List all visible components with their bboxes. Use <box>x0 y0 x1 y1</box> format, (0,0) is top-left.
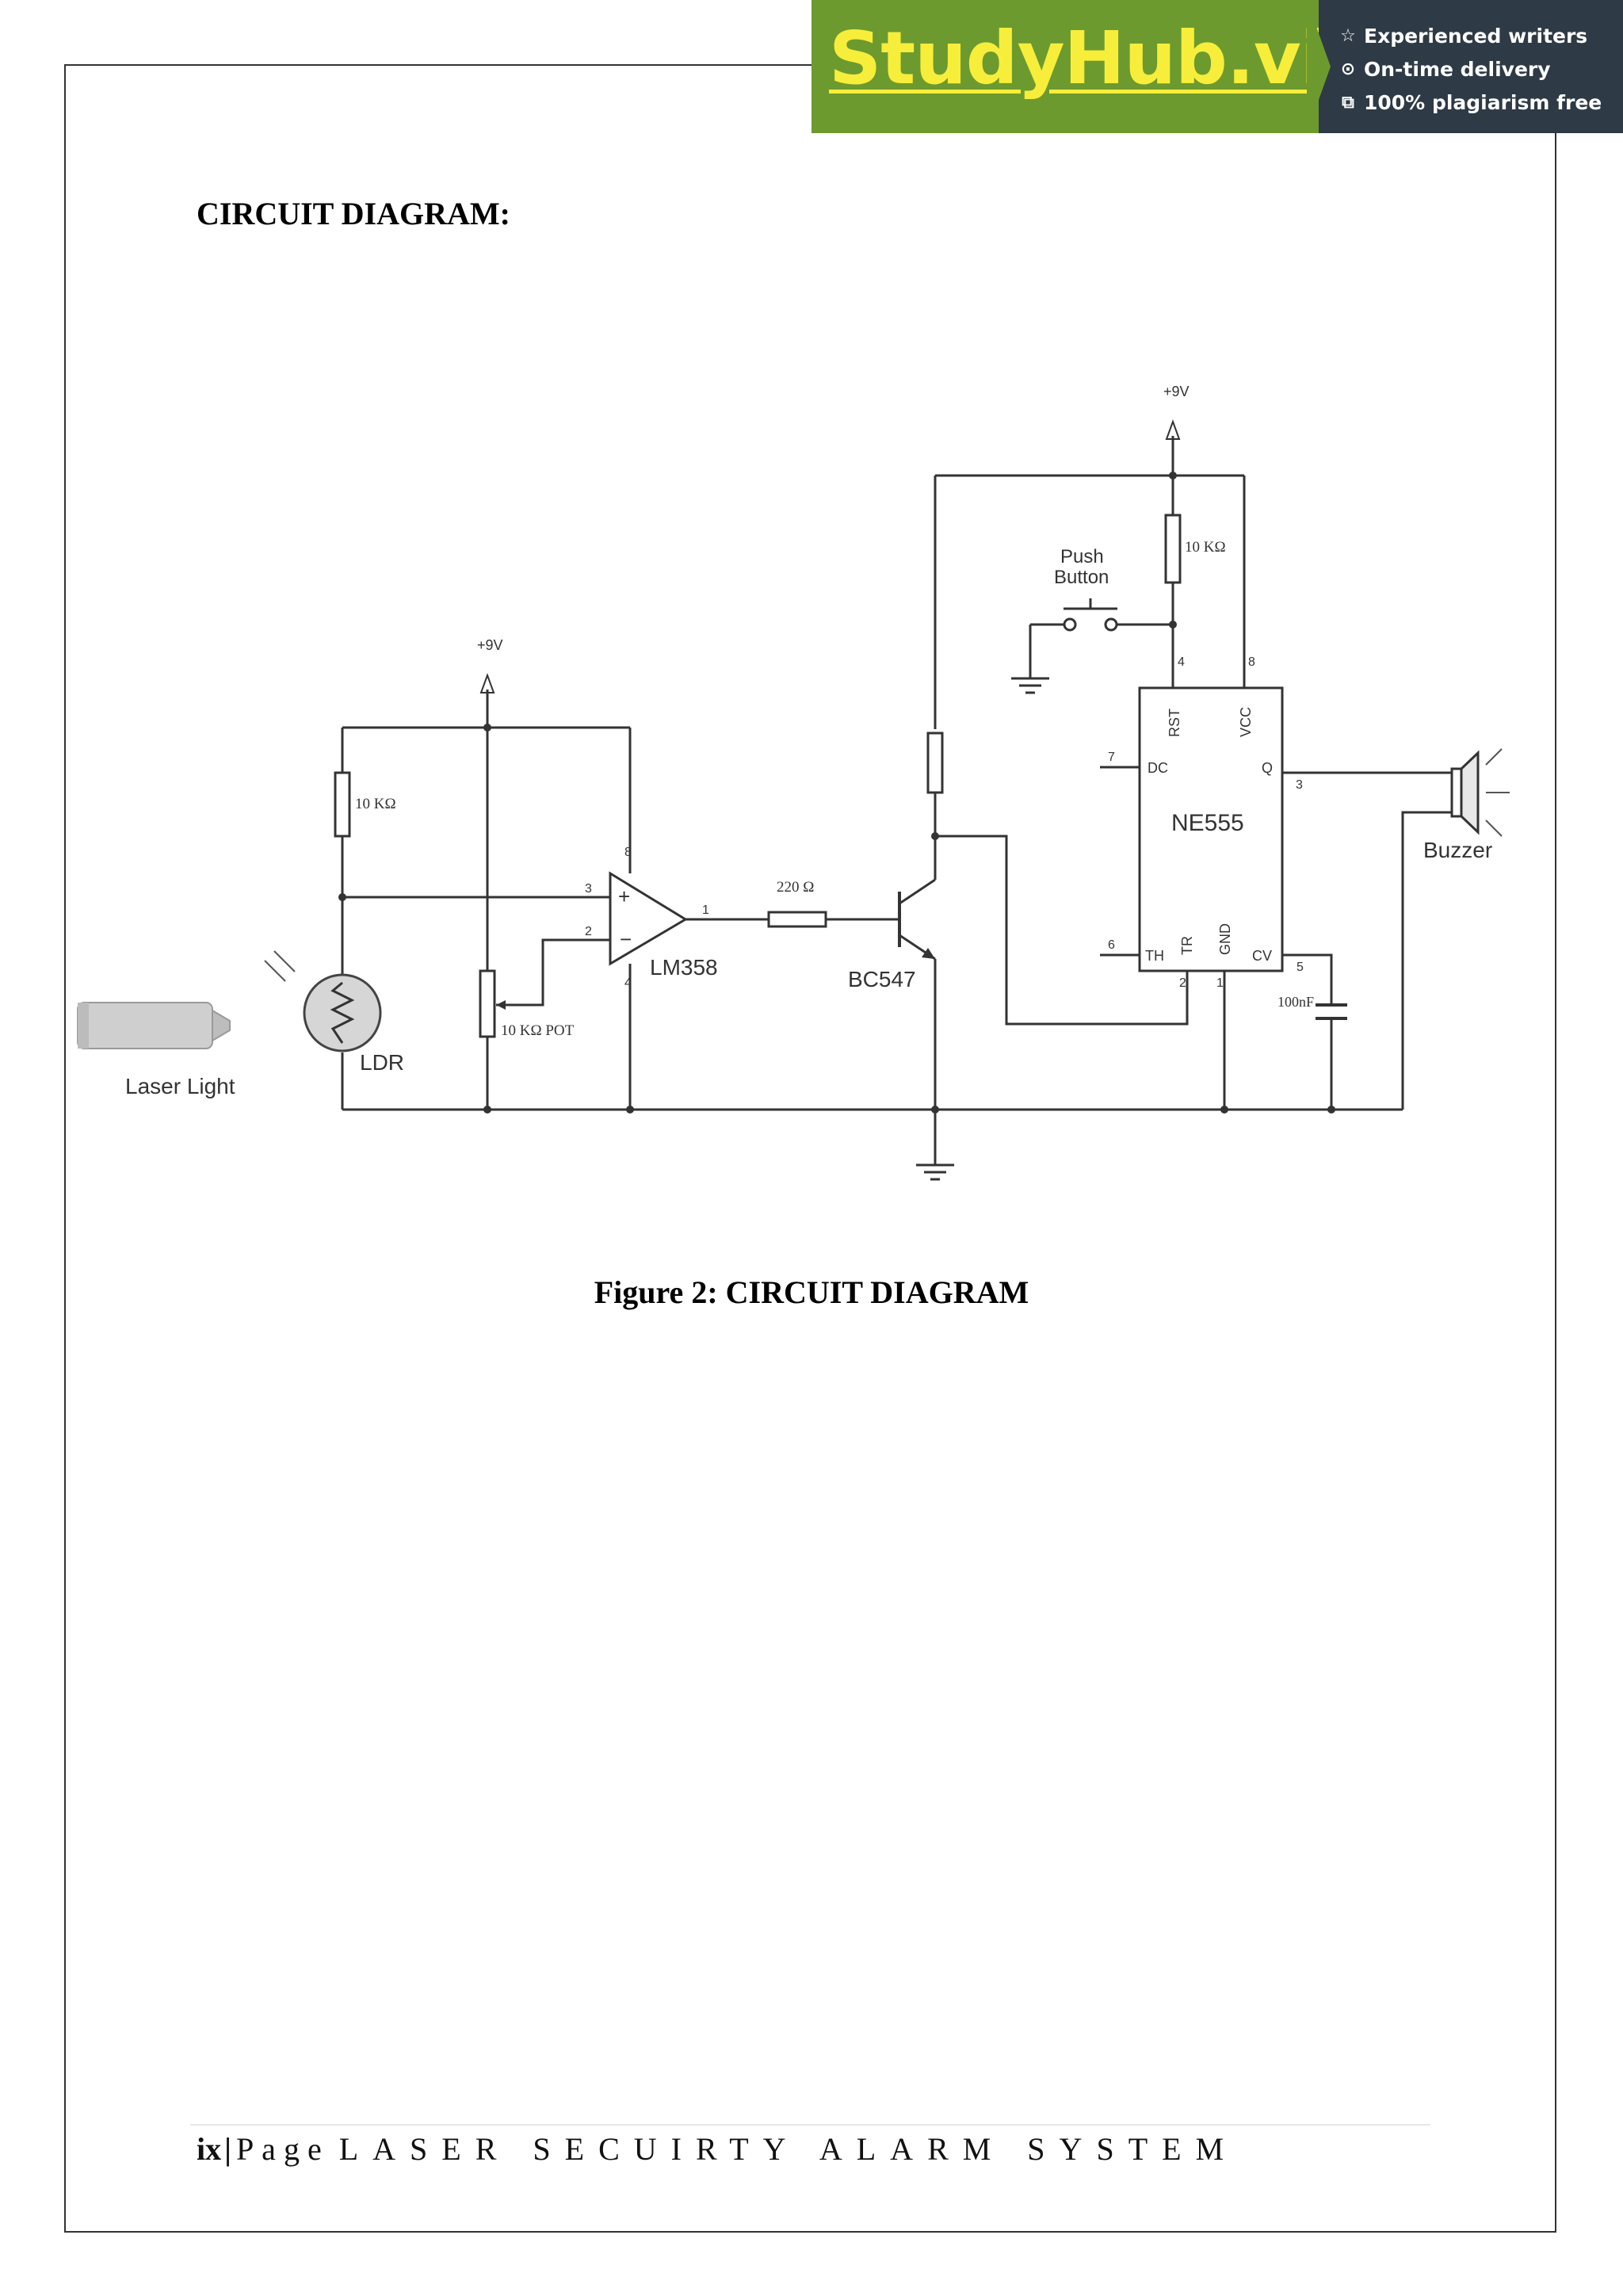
laser-tip <box>212 1009 231 1042</box>
laser-body <box>77 1002 213 1049</box>
wire-trigger <box>935 835 1189 1026</box>
push-button-label-1: Push <box>1060 546 1104 567</box>
supply-arrow-left <box>479 673 495 693</box>
footer-divider <box>190 2124 1430 2126</box>
buzzer-label: Buzzer <box>1423 838 1492 862</box>
button-contact-right <box>1104 617 1118 632</box>
ic-pin-num-2: 2 <box>1179 976 1186 990</box>
opamp-pin-4: 4 <box>624 976 632 990</box>
banner-features: ☆ Experienced writers ⊙ On-time delivery… <box>1338 19 1602 119</box>
push-button-label-2: Button <box>1054 567 1109 588</box>
opamp-pin-3: 3 <box>585 882 592 896</box>
supply-arrow-right <box>1165 419 1181 440</box>
capacitor-label: 100nF <box>1277 994 1314 1010</box>
button-contact-left <box>1063 617 1077 632</box>
transistor-label: BC547 <box>848 967 916 991</box>
ic-pin-num-8: 8 <box>1248 655 1255 669</box>
buzzer-body <box>1450 767 1463 818</box>
buzzer-cone <box>1460 750 1480 835</box>
ne555-label: NE555 <box>1171 810 1244 836</box>
wire-buzzer-return <box>1401 811 1452 1110</box>
feature-item: ☆ Experienced writers <box>1338 19 1602 52</box>
feature-label: On-time delivery <box>1364 57 1551 81</box>
copy-icon: ⧉ <box>1342 92 1354 113</box>
opamp-pin-1: 1 <box>702 904 709 917</box>
resistor-r1 <box>334 771 351 838</box>
section-heading: CIRCUIT DIAGRAM: <box>197 196 510 231</box>
ic-pin-num-7: 7 <box>1108 751 1115 764</box>
pot-wiper-arrow <box>496 1000 506 1010</box>
banner-features-panel <box>1319 0 1623 133</box>
page-word: Page <box>235 2131 330 2167</box>
ic-pin-rst: RST <box>1167 709 1182 737</box>
brand-logo[interactable]: StudyHub.vip <box>829 16 1377 101</box>
ic-pin-num-4: 4 <box>1178 655 1185 669</box>
footer-separator: | <box>224 2131 231 2167</box>
ic-pin-num-3: 3 <box>1296 778 1303 792</box>
ic-pin-q: Q <box>1262 760 1273 776</box>
feature-label: Experienced writers <box>1364 24 1588 48</box>
light-ray-1 <box>273 950 296 972</box>
ic-pin-th: TH <box>1145 948 1164 964</box>
wire-pot-wiper <box>496 938 610 1007</box>
resistor-collector <box>926 732 944 794</box>
resistor-r3 <box>767 911 827 928</box>
laser-cap <box>78 1003 89 1049</box>
star-icon: ☆ <box>1340 25 1356 46</box>
resistor-r2-label: 10 KΩ <box>1185 539 1226 556</box>
opamp-symbol <box>609 871 688 966</box>
clock-icon: ⊙ <box>1340 59 1356 79</box>
ic-pin-tr: TR <box>1179 936 1195 955</box>
resistor-r1-label: 10 KΩ <box>355 796 396 812</box>
opamp-pin-2: 2 <box>585 925 592 938</box>
ground-symbol-button <box>1011 677 1049 694</box>
banner-brand-panel: StudyHub.vip <box>812 0 1377 133</box>
ic-pin-num-1: 1 <box>1216 976 1224 990</box>
buzzer-sound-3 <box>1485 819 1503 837</box>
feature-item: ⊙ On-time delivery <box>1338 52 1602 86</box>
circuit-diagram: +9V +9V 10 KΩ 10 KΩ 220 Ω 10 KΩ POT Push… <box>77 384 1510 1181</box>
ic-pin-num-5: 5 <box>1296 961 1304 974</box>
transistor-emitter-arrow <box>922 948 935 959</box>
ic-pin-dc: DC <box>1148 760 1168 776</box>
figure-caption: Figure 2: CIRCUIT DIAGRAM <box>594 1274 1029 1310</box>
opamp-minus-sign: − <box>620 927 632 951</box>
opamp-pin-8: 8 <box>624 846 632 859</box>
studyhub-banner[interactable]: StudyHub.vip ☆ Experienced writers ⊙ On-… <box>812 0 1623 133</box>
ne555-ic <box>1138 686 1284 972</box>
laser-label: Laser Light <box>125 1074 235 1098</box>
resistor-r3-label: 220 Ω <box>777 879 814 896</box>
banner-notch <box>1307 0 1331 133</box>
pot-label: 10 KΩ POT <box>501 1022 575 1039</box>
ic-pin-cv: CV <box>1252 948 1272 964</box>
ldr-symbol <box>303 973 382 1052</box>
feature-item: ⧉ 100% plagiarism free <box>1338 86 1602 119</box>
ldr-label: LDR <box>360 1050 404 1075</box>
page-border <box>64 64 1556 2233</box>
page-number: ix <box>197 2131 222 2167</box>
ic-pin-gnd: GND <box>1217 923 1233 955</box>
feature-label: 100% plagiarism free <box>1364 90 1602 114</box>
transistor-collector-lead <box>899 878 936 905</box>
ldr-zigzag <box>330 981 355 1044</box>
light-ray-2 <box>264 960 286 982</box>
junction-dots <box>338 472 1335 1114</box>
wire-cv <box>1282 953 1333 1005</box>
resistor-r2 <box>1164 514 1182 584</box>
ic-pin-num-6: 6 <box>1108 938 1115 952</box>
supply-label-right: +9V <box>1163 384 1190 399</box>
opamp-plus-sign: + <box>618 884 630 908</box>
buzzer-sound-1 <box>1485 748 1503 766</box>
ic-pin-vcc: VCC <box>1238 707 1254 737</box>
opamp-label: LM358 <box>650 955 718 980</box>
document-title: LASER SECUIRTY ALARM SYSTEM <box>338 2131 1239 2167</box>
supply-label-left: +9V <box>477 637 503 653</box>
potentiometer <box>479 969 496 1038</box>
ground-symbol-main <box>916 1163 954 1181</box>
